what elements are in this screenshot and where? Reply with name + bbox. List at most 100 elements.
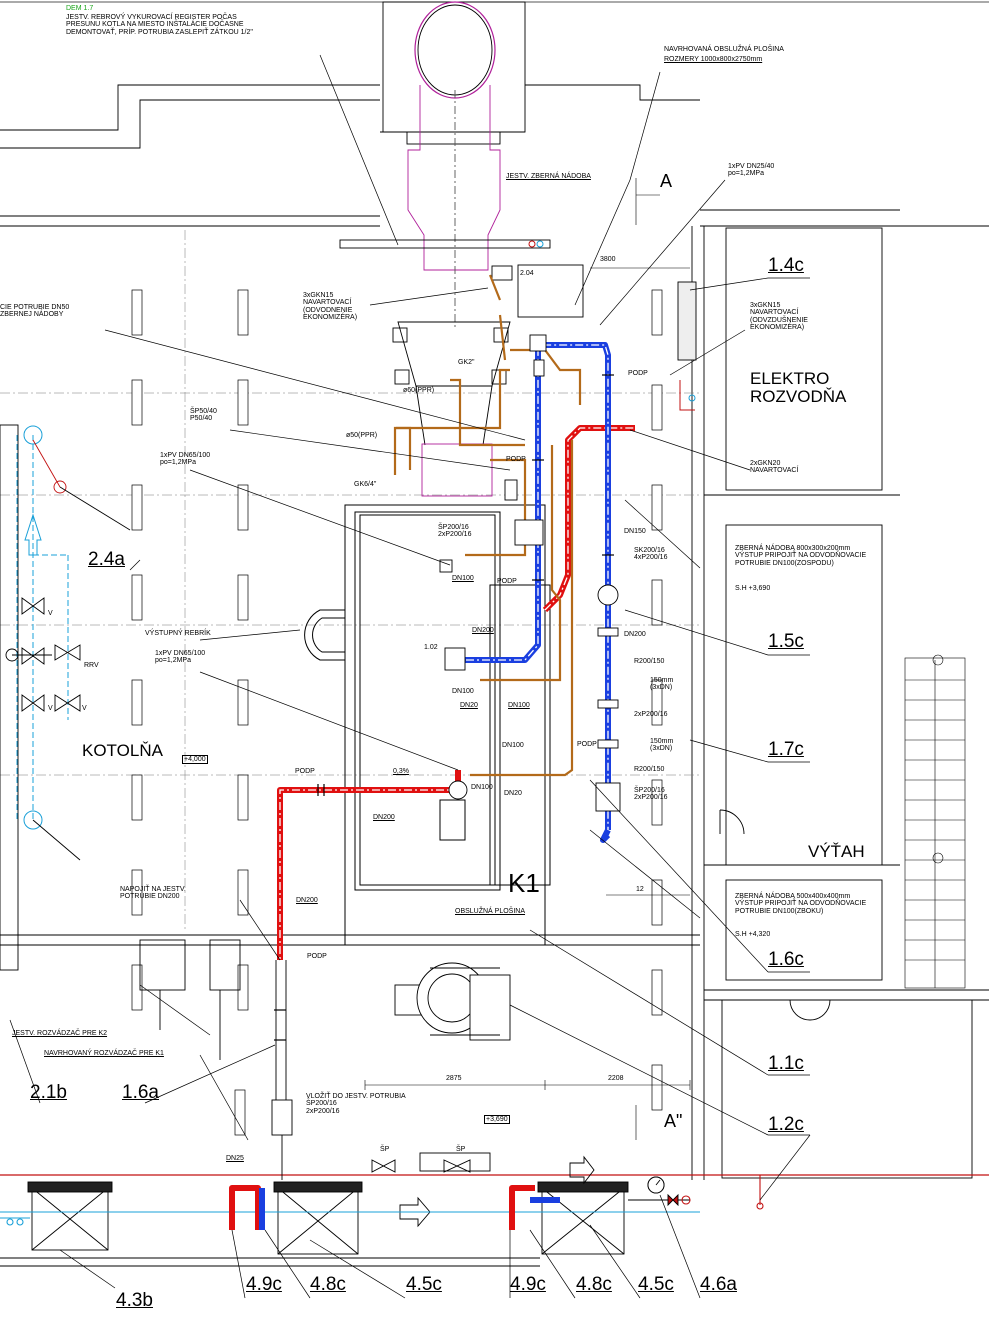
pipe-fittings [439, 334, 621, 812]
level-4000: +4,000 [182, 755, 208, 765]
gk2-label: GK2" [458, 359, 475, 366]
r20015-label-2: R200/150 [634, 766, 665, 773]
dn100-label-4: DN100 [502, 742, 524, 749]
elevator-label: VÝŤAH [808, 842, 865, 861]
sk20016-label: SK200/16 4xP200/16 [634, 547, 668, 562]
dim-12: 12 [636, 886, 644, 893]
r20015-label-1: R200/150 [634, 658, 665, 665]
sp20016b-label: ŠP200/16 2xP200/16 [634, 787, 668, 802]
connect-existing-label: NAPOJIŤ NA JESTV. POTRUBIE DN200 [120, 886, 186, 901]
insert-pipe-label: VLOŽIŤ DO JESTV. POTRUBIA ŠP200/16 2xP20… [306, 1093, 406, 1115]
dn200-label-2: DN200 [472, 627, 494, 634]
platform-dims: ROZMERY 1000x800x2750mm [664, 56, 763, 63]
valve-204: 2.04 [520, 270, 534, 277]
vessel-500-label: ZBERNÁ NÁDOBA 500x400x400mm VÝSTUP PRIPO… [735, 893, 867, 915]
vessel-800-label: ZBERNÁ NÁDOBA 800x300x200mm VÝSTUP PRIPO… [735, 545, 867, 567]
gkn15-left-label: 3xGKN15 NAVARTOVACÍ (ODVODNENIE EKONOMIZ… [303, 292, 358, 322]
burner-unit [394, 962, 511, 1041]
platform-title: NAVRHOVANÁ OBSLUŽNÁ PLOŠINA [664, 46, 784, 53]
ref-1-2c: 1.2c [768, 1114, 804, 1135]
ppr60-label: ø60(PPR) [403, 387, 435, 394]
ref-1-6a: 1.6a [122, 1082, 159, 1103]
collector-vessel-label: JESTV. ZBERNÁ NÁDOBA [506, 173, 591, 180]
service-platform-label: OBSLUŽNÁ PLOŠINA [455, 908, 526, 915]
exit-ladder-label: VÝSTUPNÝ REBRÍK [145, 630, 211, 637]
ref-1-5c: 1.5c [768, 631, 804, 652]
register-valves [0, 424, 131, 971]
p20016-label: 2xP200/16 [634, 711, 668, 718]
ref-4-8c-a: 4.8c [310, 1274, 346, 1295]
dist-k1-label: NAVRHOVANÝ ROZVÁDZAČ PRE K1 [44, 1050, 164, 1057]
sp20016-label: ŠP200/16 2xP200/16 [438, 524, 472, 539]
dem-note: JESTV. REBROVÝ VYKUROVACÍ REGISTER POČAS… [66, 14, 253, 36]
dim-2208: 2208 [608, 1075, 624, 1082]
ref-4-9c-a: 4.9c [246, 1274, 282, 1295]
sp5040-label: ŠP50/40 P50/40 [190, 408, 217, 423]
dn100-label-1: DN100 [452, 575, 474, 582]
dim-3800: 3800 [600, 256, 616, 263]
electro-room-label: ELEKTRO ROZVODŇA [750, 369, 847, 406]
pipe-flanges [274, 374, 614, 1041]
return-pipe-core [450, 344, 609, 830]
ref-4-6a: 4.6a [700, 1274, 737, 1295]
pv-65100-mid-label: 1xPV DN65/100 po=1,2MPa [155, 650, 206, 665]
dn200-label-4: DN200 [296, 897, 318, 904]
sh-4320-label: S.H +4,320 [735, 931, 771, 938]
leader-lines [9, 54, 811, 1299]
valve-v-3: V [82, 705, 87, 712]
ref-2-4a: 2.4a [88, 549, 125, 570]
dem-tag: DEM 1.7 [66, 5, 94, 12]
gkn20-label: 2xGKN20 NAVARTOVACÍ [750, 460, 799, 475]
boiler-room-label: KOTOLŇA [82, 741, 163, 760]
boiler-k1-label: K1 [508, 868, 540, 898]
ref-1-4c: 1.4c [768, 255, 804, 276]
len-150-label-2: 150mm (3xDN) [650, 738, 674, 753]
pressure-gauge [647, 1176, 679, 1207]
podp-label-6: PODP [307, 953, 327, 960]
sp-label-1: ŠP [380, 1146, 390, 1153]
level-3690: +3,690 [484, 1115, 510, 1125]
supply-pipe-continued [271, 960, 293, 1180]
supply-pipes [229, 425, 635, 1230]
dn200-label-3: DN200 [373, 814, 395, 821]
dn150-label: DN150 [624, 528, 646, 535]
building-walls [0, 1, 989, 1267]
ref-1-7c: 1.7c [768, 739, 804, 760]
ref-4-5c-b: 4.5c [638, 1274, 674, 1295]
ref-2-1b: 2.1b [30, 1082, 67, 1103]
ref-1-6c: 1.6c [768, 949, 804, 970]
valve-v-2: V [48, 705, 53, 712]
podp-label-2: PODP [506, 456, 526, 463]
dn20-label-2: DN20 [504, 790, 522, 797]
drain-pipe-label: CIE POTRUBIE DN50 ZBERNEJ NÁDOBY [0, 304, 70, 319]
valve-v-1: V [48, 610, 53, 617]
dn25-label: DN25 [226, 1155, 244, 1162]
staircase [904, 654, 966, 989]
heat-register-loop [16, 425, 69, 830]
sensor-dots [528, 240, 696, 411]
ref-4-8c-b: 4.8c [576, 1274, 612, 1295]
collector-vessel [491, 264, 697, 361]
structural-columns [131, 289, 663, 1136]
boiler-k1 [304, 504, 551, 946]
gk64-label: GK6/4" [354, 481, 377, 488]
ref-4-9c-b: 4.9c [510, 1274, 546, 1295]
podp-label-5: PODP [295, 768, 315, 775]
sp-label-2: ŠP [456, 1146, 466, 1153]
ppr50-label: ø50(PPR) [346, 432, 378, 439]
section-a-bottom: A" [664, 1111, 683, 1131]
rrv-label: RRV [84, 662, 99, 669]
gkn15-right-label: 3xGKN15 NAVARTOVACÍ (ODVZDUŠNENIE EKONOM… [750, 302, 808, 332]
len-150-label-1: 150mm (3xDN) [650, 677, 674, 692]
ref-4-3b: 4.3b [116, 1290, 153, 1311]
dn200-label-1: DN200 [624, 631, 646, 638]
valve-102: 1.02 [424, 644, 438, 651]
section-a-top: A [660, 171, 673, 191]
podp-label-3: PODP [497, 578, 517, 585]
pv-65100-top-label: 1xPV DN65/100 po=1,2MPa [160, 452, 211, 467]
dist-k2-label: JESTV. ROZVÁDZAČ PRE K2 [12, 1030, 108, 1037]
ref-4-5c-a: 4.5c [406, 1274, 442, 1295]
grid-lines [0, 230, 700, 930]
dim-2875: 2875 [446, 1075, 462, 1082]
